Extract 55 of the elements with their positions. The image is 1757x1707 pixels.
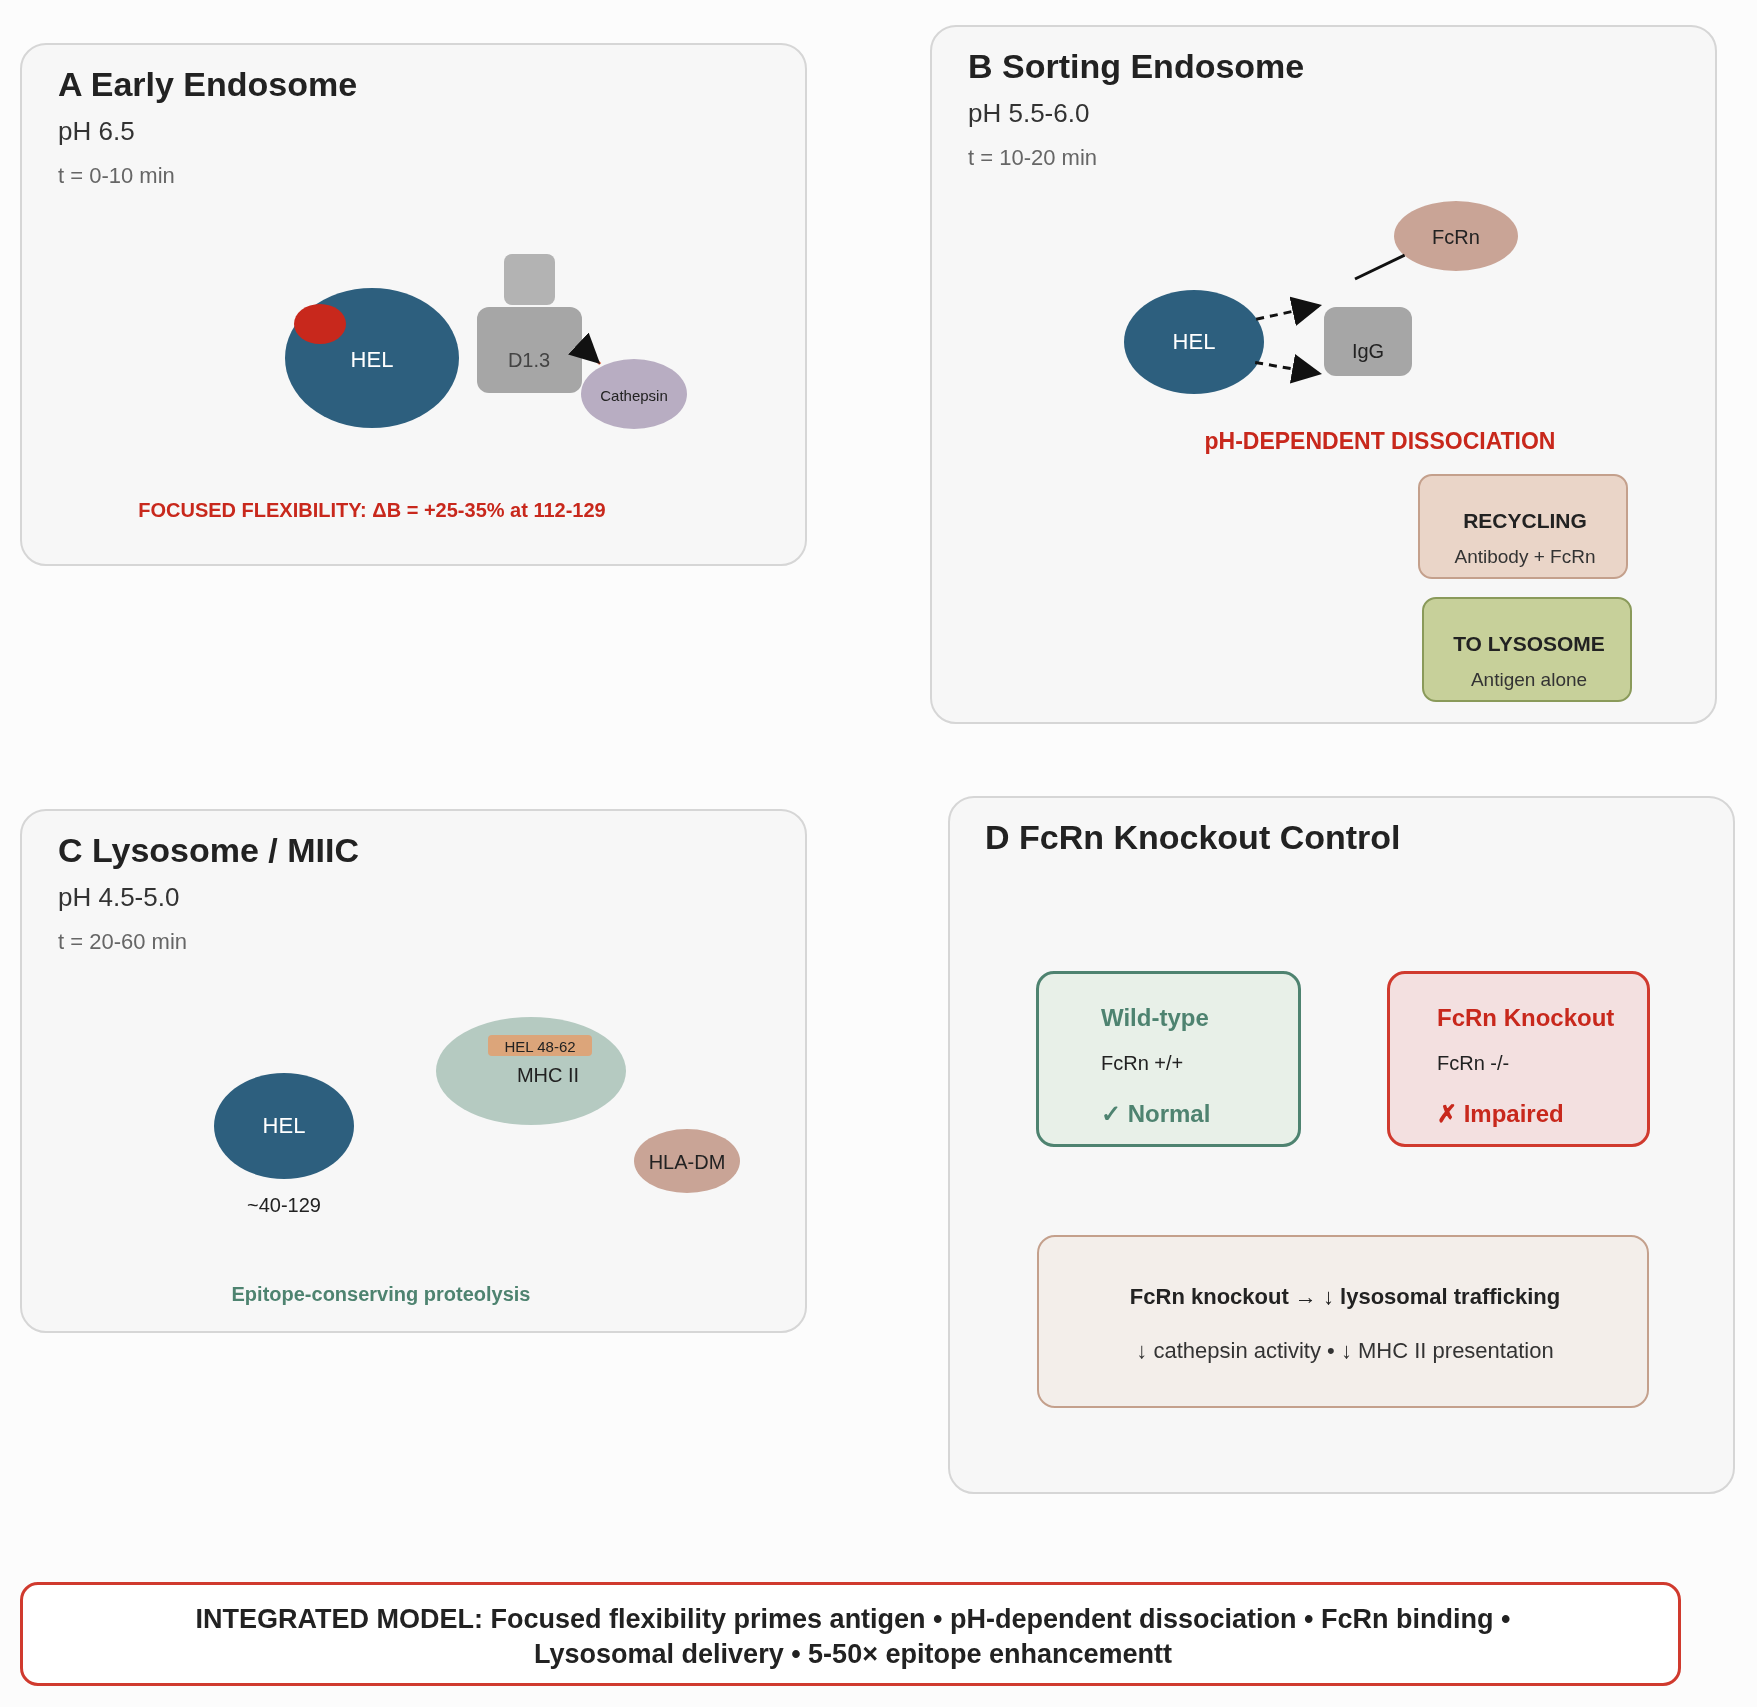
box-title: TO LYSOSOME <box>1453 632 1605 656</box>
panel-title: A Early Endosome <box>58 64 358 104</box>
pathway-box <box>1422 597 1632 702</box>
annotation-text: Epitope-conserving proteolysis <box>231 1282 531 1306</box>
node-label: HEL <box>350 347 394 373</box>
annotation-text: FOCUSED FLEXIBILITY: ΔB = +25-35% at 112-129 <box>138 498 606 522</box>
summary-banner <box>20 1582 1681 1686</box>
box-title: RECYCLING <box>1463 509 1587 533</box>
node-label: Cathepsin <box>600 386 668 404</box>
summary-text: FcRn knockout → ↓ lysosomal trafficking <box>1129 1284 1561 1310</box>
antibody-shape <box>477 254 582 393</box>
node-label: HEL <box>1172 329 1216 355</box>
node-label: HEL 48-62 <box>504 1037 576 1055</box>
range-label: ~40-129 <box>247 1193 321 1217</box>
node-label: HEL <box>262 1113 306 1139</box>
panel-title: B Sorting Endosome <box>968 46 1305 86</box>
time-label: t = 10-20 min <box>968 145 1097 171</box>
node-label: FcRn <box>1432 225 1480 249</box>
banner-text: INTEGRATED MODEL: Focused flexibility primes antigen • pH-dependent dissociation • FcRn binding • Lysosomal delivery • 5-50× epitope enhancementt <box>194 1603 1512 1671</box>
time-label: t = 0-10 min <box>58 163 175 189</box>
arrow <box>568 332 602 366</box>
peptide-tag <box>488 1035 592 1056</box>
pathway-box <box>1418 474 1628 579</box>
condition-card <box>1387 971 1650 1147</box>
epitope-dot <box>294 304 346 344</box>
panel-title: C Lysosome / MIIC <box>58 830 360 870</box>
status-label: ✗ Impaired <box>1437 1100 1564 1128</box>
arrow <box>1255 296 1323 326</box>
antibody-box <box>1324 307 1412 376</box>
summary-text: ↓ cathepsin activity • ↓ MHC II presentation <box>1136 1338 1554 1364</box>
condition-card <box>1036 971 1301 1147</box>
ph-label: pH 6.5 <box>58 115 135 147</box>
ph-label: pH 5.5-6.0 <box>968 97 1090 129</box>
node-label: D1.3 <box>507 348 551 372</box>
node-label: MHC II <box>516 1063 580 1087</box>
connector-line <box>1354 253 1406 281</box>
node-label: HLA-DM <box>648 1150 726 1174</box>
panel-title: D FcRn Knockout Control <box>985 817 1401 857</box>
genotype-label: FcRn +/+ <box>1101 1051 1184 1075</box>
annotation-text: pH-DEPENDENT DISSOCIATION <box>1204 427 1556 455</box>
panel-card <box>20 809 807 1333</box>
panel-card <box>930 25 1717 724</box>
box-subtitle: Antigen alone <box>1470 669 1588 691</box>
box-subtitle: Antibody + FcRn <box>1454 546 1596 568</box>
card-title: FcRn Knockout <box>1437 1004 1615 1032</box>
time-label: t = 20-60 min <box>58 929 187 955</box>
status-label: ✓ Normal <box>1101 1100 1211 1128</box>
ph-label: pH 4.5-5.0 <box>58 881 180 913</box>
node-label: IgG <box>1351 339 1385 363</box>
genotype-label: FcRn -/- <box>1437 1051 1510 1075</box>
panel-card <box>948 796 1735 1494</box>
card-title: Wild-type <box>1101 1004 1209 1032</box>
panel-card <box>20 43 807 566</box>
arrow <box>1254 354 1323 384</box>
summary-box <box>1037 1235 1649 1408</box>
